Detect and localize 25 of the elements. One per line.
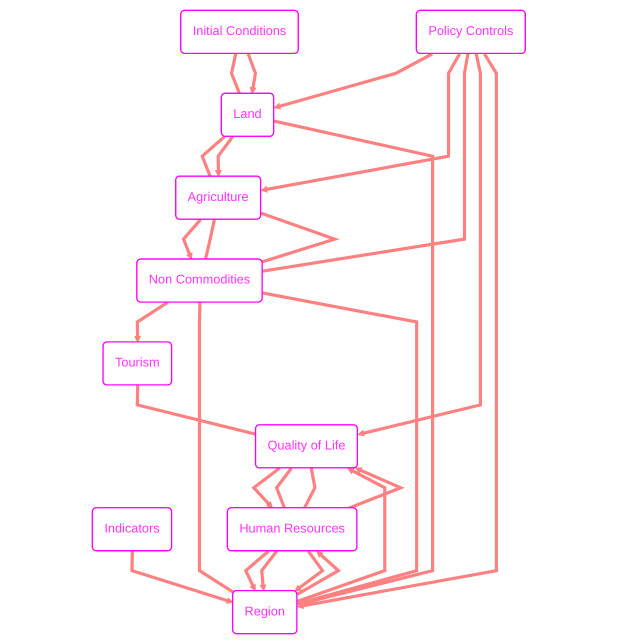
arrow: [130, 551, 234, 604]
arrow: [274, 119, 434, 606]
arrow: [246, 53, 258, 94]
connector: [136, 385, 256, 436]
arrow: [274, 52, 434, 110]
arrow: [260, 53, 462, 193]
connector: [230, 53, 242, 94]
arrow: [296, 468, 387, 603]
arrow: [244, 550, 270, 592]
arrow: [297, 52, 498, 610]
connector: [198, 302, 235, 594]
connector: [262, 54, 470, 273]
connector: [260, 212, 340, 264]
connector: [204, 219, 216, 260]
arrow: [252, 466, 281, 508]
arrow: [296, 550, 342, 596]
arrow: [294, 550, 325, 592]
connector: [303, 468, 317, 509]
arrow: [348, 467, 406, 510]
arrow: [358, 53, 482, 436]
arrow: [215, 136, 234, 177]
arrow: [262, 291, 418, 606]
arrow: [134, 301, 169, 343]
arrow: [182, 218, 202, 260]
arrow: [260, 550, 278, 592]
